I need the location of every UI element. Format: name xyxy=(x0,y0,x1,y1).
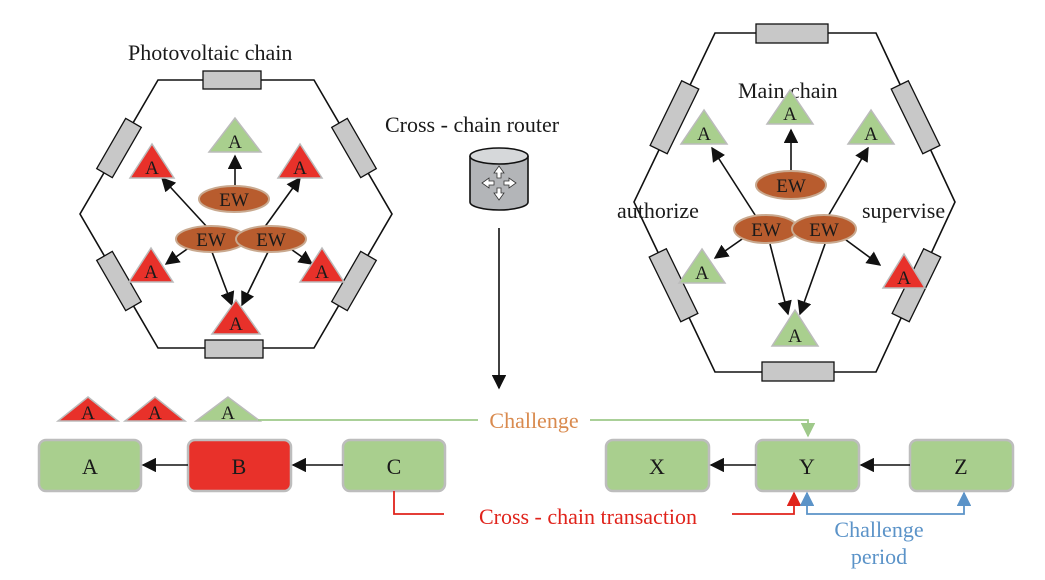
agent-label: A xyxy=(145,158,159,179)
ew-label: EW xyxy=(256,230,286,251)
challenge-period-label-line2: period xyxy=(851,544,907,569)
agent-label: A xyxy=(864,124,878,145)
agent-label: A xyxy=(81,403,95,424)
block-c-label: C xyxy=(387,454,402,479)
chain-block xyxy=(890,79,941,155)
challenge-period-arrow xyxy=(799,491,972,515)
supervise-label: supervise xyxy=(862,198,945,223)
ew-label: EW xyxy=(219,190,249,211)
arrow xyxy=(161,176,209,229)
ew-label: EW xyxy=(196,230,226,251)
agent-green xyxy=(765,88,815,125)
agent-green xyxy=(193,396,263,422)
agent-label: A xyxy=(221,403,235,424)
block-x xyxy=(604,438,711,493)
block-a-label: A xyxy=(82,454,98,479)
arrow xyxy=(826,146,869,219)
block-y-label: Y xyxy=(799,454,815,479)
arrow xyxy=(797,243,826,316)
photovoltaic-chain-group: Photovoltaic chain EW EW EW A A A A A xyxy=(79,40,393,359)
agent-red xyxy=(55,396,121,422)
chain-block xyxy=(755,23,829,44)
cross-chain-router-label: Cross - chain router xyxy=(385,112,560,137)
chain-block xyxy=(95,250,143,312)
arrow xyxy=(164,246,191,265)
block-a xyxy=(37,438,143,493)
block-z-label: Z xyxy=(954,454,967,479)
agent-label: A xyxy=(229,314,243,335)
ew-label: EW xyxy=(809,220,839,241)
ew-node xyxy=(755,170,827,200)
agent-red xyxy=(128,142,176,179)
arrow xyxy=(713,236,746,259)
cross-chain-transaction-label: Cross - chain transaction xyxy=(479,504,697,529)
challenge-period-label-bg xyxy=(828,516,930,572)
agent-green xyxy=(846,108,896,145)
agent-label: A xyxy=(788,326,802,347)
arrow xyxy=(211,251,235,307)
arrow xyxy=(711,146,758,219)
agent-label: A xyxy=(144,262,158,283)
authorize-label: authorize xyxy=(617,198,699,223)
agent-label: A xyxy=(697,124,711,145)
agent-red xyxy=(298,246,346,283)
block-b-label: B xyxy=(232,454,247,479)
main-chain-group: Main chain authorize supervise EW EW EW … xyxy=(617,23,956,382)
arrow xyxy=(263,176,301,229)
agent-label: A xyxy=(148,403,162,424)
router-cylinder-icon xyxy=(469,147,529,211)
main-chain-boundary xyxy=(633,32,956,373)
chain-block xyxy=(330,250,378,312)
cross-chain-router-group: Cross - chain router xyxy=(385,112,560,390)
chain-block xyxy=(648,247,699,323)
challenge-period-label-line1: Challenge xyxy=(834,517,923,542)
photovoltaic-chain-boundary xyxy=(79,79,393,349)
chain-block xyxy=(330,117,378,179)
agent-label: A xyxy=(228,132,242,153)
cross-chain-transaction-label-bg xyxy=(444,500,732,530)
agent-green xyxy=(677,247,727,284)
ew-node xyxy=(198,185,270,213)
agent-label: A xyxy=(897,268,911,289)
agent-label: A xyxy=(695,263,709,284)
agent-label: A xyxy=(315,262,329,283)
ew-label: EW xyxy=(776,176,806,197)
agent-label: A xyxy=(783,104,797,125)
chain-block xyxy=(95,117,143,179)
ew-label: EW xyxy=(751,220,781,241)
photovoltaic-chain-title: Photovoltaic chain xyxy=(128,40,292,65)
ew-node xyxy=(235,225,307,253)
agent-green xyxy=(770,308,820,347)
agent-green xyxy=(207,116,263,153)
challenge-label-bg xyxy=(478,406,590,434)
ew-node xyxy=(791,214,857,244)
chain-block xyxy=(202,70,262,90)
agent-red xyxy=(210,298,262,335)
agent-label: A xyxy=(293,158,307,179)
agent-red xyxy=(276,142,324,179)
agent-red xyxy=(122,396,188,422)
agent-red xyxy=(881,252,927,289)
arrow xyxy=(769,243,792,316)
arrow xyxy=(241,251,269,307)
chain-block xyxy=(649,79,700,155)
challenge-arrow xyxy=(258,419,816,438)
legend-agents: A A A xyxy=(55,396,263,424)
agent-green xyxy=(679,108,729,145)
chain-block xyxy=(761,361,835,382)
agent-red xyxy=(127,246,175,283)
chain-block xyxy=(204,339,264,359)
arrow xyxy=(841,236,882,266)
challenge-label: Challenge xyxy=(489,408,578,433)
block-x-label: X xyxy=(649,454,665,479)
